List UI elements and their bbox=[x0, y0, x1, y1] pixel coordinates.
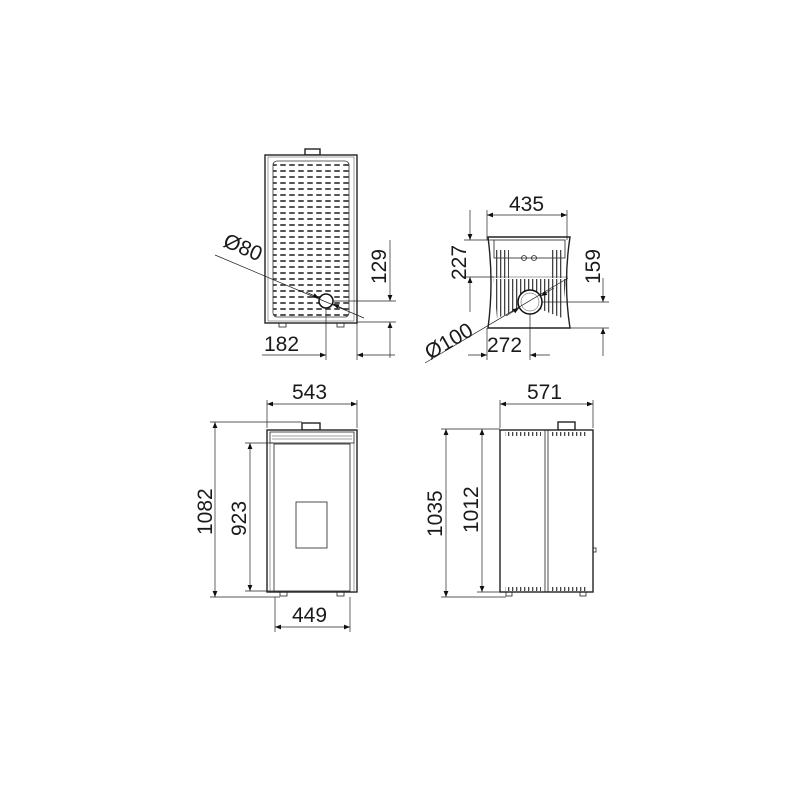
vent bbox=[505, 432, 541, 436]
foot bbox=[336, 591, 345, 597]
flue-diameter-label: Ø80 bbox=[220, 229, 266, 266]
body-height-label: 1012 bbox=[460, 486, 483, 533]
front-body bbox=[266, 429, 358, 593]
vent bbox=[552, 432, 588, 436]
foot bbox=[579, 591, 587, 597]
top-grille bbox=[269, 431, 355, 444]
vent bbox=[505, 587, 541, 591]
height-label: 1035 bbox=[424, 490, 447, 537]
rear-view: Ø80 129 182 bbox=[214, 148, 396, 360]
foot bbox=[279, 591, 288, 597]
top-view: 435 227 159 272 Ø100 bbox=[421, 193, 609, 364]
foot bbox=[336, 322, 345, 328]
flue-diameter-top-label: Ø100 bbox=[421, 319, 477, 365]
chimney-stub bbox=[304, 148, 321, 156]
depth-front-label: 227 bbox=[448, 245, 471, 280]
width-label: 435 bbox=[509, 193, 544, 216]
flue-offset-label: 182 bbox=[264, 333, 299, 356]
viewing-window bbox=[295, 501, 328, 549]
base-width-label: 449 bbox=[292, 604, 327, 627]
flue-position-label: 272 bbox=[487, 334, 522, 357]
perforated-panel bbox=[272, 160, 350, 318]
flue-outlet-top bbox=[517, 289, 543, 315]
foot bbox=[278, 322, 287, 328]
foot bbox=[505, 591, 513, 597]
vent bbox=[552, 587, 588, 591]
total-height-label: 1082 bbox=[194, 488, 217, 535]
flue-height-label: 129 bbox=[368, 249, 391, 284]
flue-offset-top-label: 159 bbox=[582, 249, 605, 284]
depth-label: 571 bbox=[527, 381, 562, 404]
door bbox=[273, 443, 351, 592]
front-view: 543 1082 923 449 bbox=[194, 381, 358, 632]
chimney-stub bbox=[557, 421, 576, 431]
side-view: 571 1035 1012 bbox=[424, 381, 597, 598]
top-lid bbox=[493, 239, 566, 259]
chimney-stub bbox=[301, 422, 321, 431]
flue-outlet bbox=[318, 293, 334, 309]
door-height-label: 923 bbox=[228, 501, 251, 536]
front-width-label: 543 bbox=[292, 381, 327, 404]
side-body bbox=[499, 429, 594, 593]
